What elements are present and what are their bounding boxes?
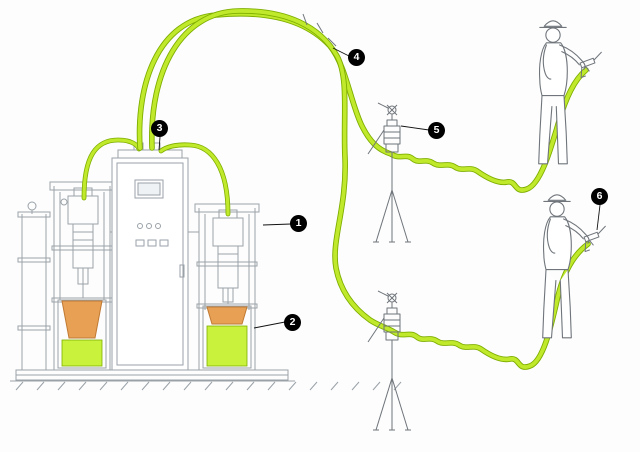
supply-hose-2 xyxy=(149,8,591,370)
hose-couplings xyxy=(302,13,337,47)
suction-hose-left xyxy=(81,137,142,201)
supply-hose-1 xyxy=(136,10,589,193)
drum-left xyxy=(57,299,107,369)
control-cabinet xyxy=(111,142,189,371)
ground-hatching xyxy=(10,380,402,391)
dispense-valve-stand-2 xyxy=(367,290,412,431)
callout-2: 2 xyxy=(284,314,301,331)
dispense-valve-stand-1 xyxy=(367,102,412,243)
callout-3: 3 xyxy=(151,120,168,137)
callout-1: 1 xyxy=(290,215,307,232)
operator-2 xyxy=(542,194,590,339)
suction-hose-right xyxy=(158,142,231,217)
callout-4: 4 xyxy=(348,49,365,66)
drum-right xyxy=(202,305,252,369)
callout-leader-lines xyxy=(158,47,601,329)
callout-5: 5 xyxy=(428,122,445,139)
aux-frame-left xyxy=(17,201,51,370)
machine-base xyxy=(15,369,289,381)
callout-6: 6 xyxy=(591,188,608,205)
operator-1 xyxy=(538,20,586,165)
